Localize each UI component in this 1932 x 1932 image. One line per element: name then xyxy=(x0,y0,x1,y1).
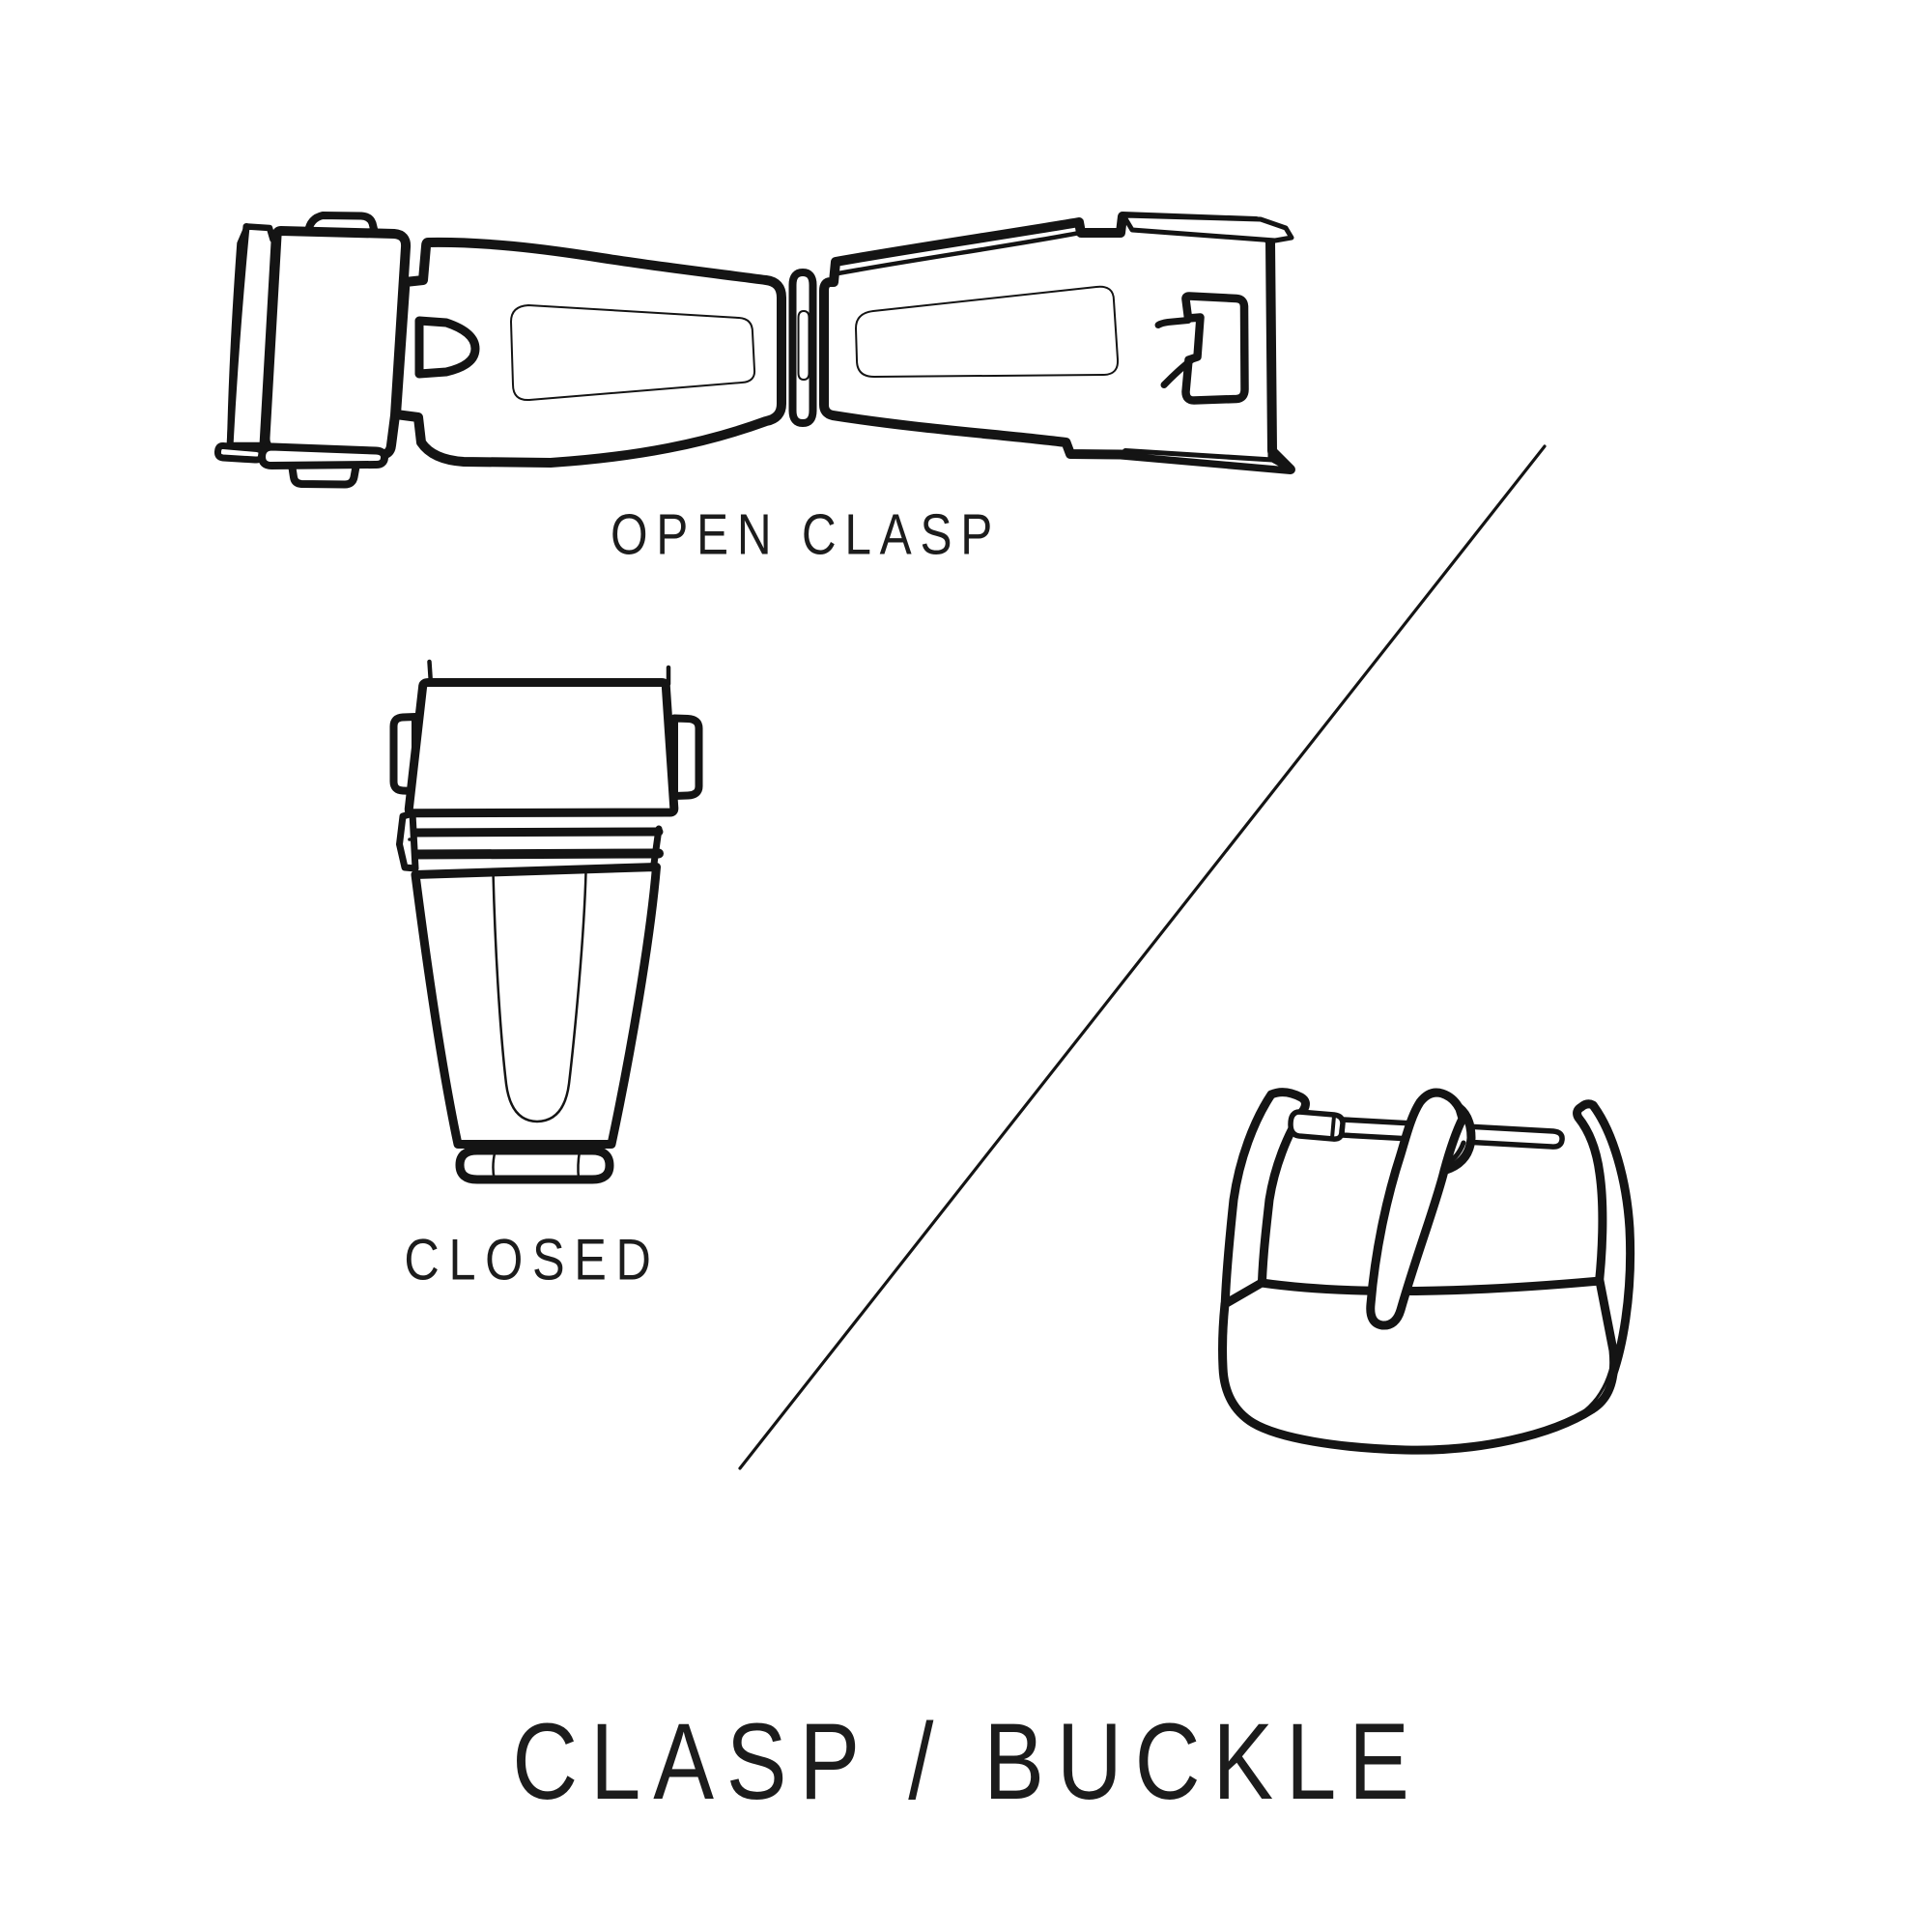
svg-text:OPEN CLASP: OPEN CLASP xyxy=(611,502,1001,566)
svg-text:CLASP / BUCKLE: CLASP / BUCKLE xyxy=(512,1700,1421,1822)
svg-text:CLOSED: CLOSED xyxy=(404,1227,660,1292)
